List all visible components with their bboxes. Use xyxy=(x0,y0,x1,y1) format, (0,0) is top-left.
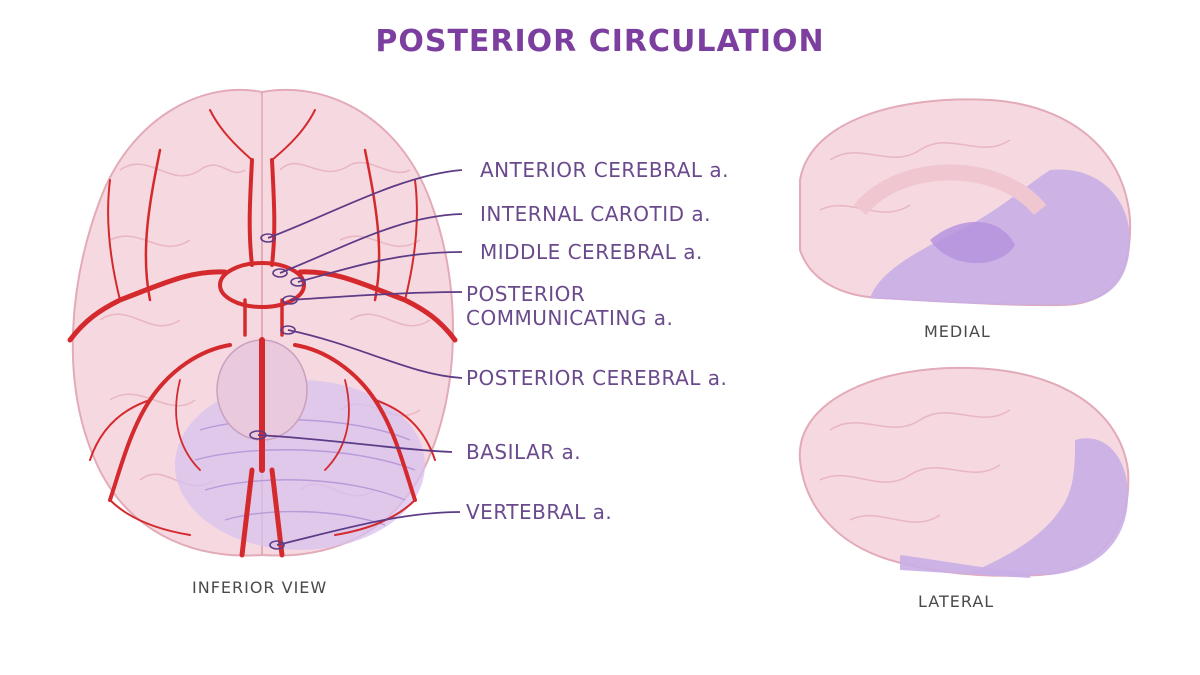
label-posterior-communicating-artery-line2: COMMUNICATING a. xyxy=(466,306,673,330)
inferior-view-brain xyxy=(70,90,462,556)
label-basilar-artery: BASILAR a. xyxy=(466,440,581,464)
label-vertebral-artery: VERTEBRAL a. xyxy=(466,500,612,524)
lateral-view-brain xyxy=(800,368,1129,578)
caption-medial: MEDIAL xyxy=(924,322,991,341)
label-anterior-cerebral-artery: ANTERIOR CEREBRAL a. xyxy=(480,158,729,182)
label-internal-carotid-artery: INTERNAL CAROTID a. xyxy=(480,202,711,226)
caption-inferior-view: INFERIOR VIEW xyxy=(192,578,327,597)
label-middle-cerebral-artery: MIDDLE CEREBRAL a. xyxy=(480,240,703,264)
label-posterior-cerebral-artery: POSTERIOR CEREBRAL a. xyxy=(466,366,727,390)
label-posterior-communicating-artery-line1: POSTERIOR xyxy=(466,282,585,306)
medial-view-brain xyxy=(800,99,1130,305)
caption-lateral: LATERAL xyxy=(918,592,994,611)
